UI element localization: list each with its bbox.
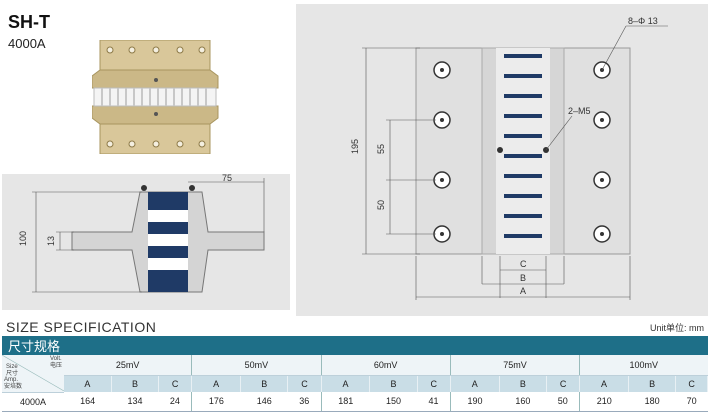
value-cell: 180 <box>628 392 676 412</box>
value-cell: 70 <box>675 392 708 412</box>
front-view-drawing: 195 55 50 8–Φ 13 2–M5 C B A <box>296 4 708 316</box>
value-cell: 210 <box>579 392 629 412</box>
holes-note: 8–Φ 13 <box>628 16 658 26</box>
voltage-header: 25mV <box>64 355 192 376</box>
col-b: B <box>628 375 677 392</box>
dim-100: 100 <box>18 231 28 246</box>
value-cell: 164 <box>64 392 112 412</box>
value-cell: 50 <box>546 392 580 412</box>
product-current: 4000A <box>8 36 46 51</box>
dim-55: 55 <box>376 144 386 154</box>
thread-note: 2–M5 <box>568 106 591 116</box>
col-c: C <box>546 375 581 392</box>
col-b: B <box>369 375 418 392</box>
value-cell: 24 <box>158 392 192 412</box>
corner-size: Size 尺寸 <box>6 364 19 377</box>
value-cell: 160 <box>499 392 547 412</box>
value-cell: 134 <box>111 392 159 412</box>
dim-a: A <box>520 286 526 296</box>
voltage-header: 50mV <box>191 355 322 376</box>
unit-note: Unit单位: mm <box>649 323 704 333</box>
value-cell: 190 <box>449 392 500 412</box>
col-b: B <box>111 375 160 392</box>
dim-50: 50 <box>376 200 386 210</box>
value-cell: 41 <box>417 392 451 412</box>
spec-banner: 尺寸规格 <box>2 336 708 355</box>
value-cell: 36 <box>287 392 322 412</box>
voltage-header: 75mV <box>449 355 580 376</box>
corner-amp: Amp. 安培数 <box>4 377 23 390</box>
voltage-header: 100mV <box>579 355 708 376</box>
value-cell: 181 <box>320 392 370 412</box>
col-a: A <box>579 375 629 392</box>
col-c: C <box>675 375 708 392</box>
spec-table: 尺寸规格 Volt. 电压 Size 尺寸 Amp. 安培数 25mV 50mV… <box>2 336 708 412</box>
col-a: A <box>320 375 371 392</box>
product-photo <box>91 39 220 155</box>
dim-75: 75 <box>222 174 232 183</box>
value-cell: 176 <box>191 392 241 412</box>
col-a: A <box>449 375 500 392</box>
product-model: SH-T <box>8 12 50 32</box>
col-b: B <box>499 375 548 392</box>
dim-c: C <box>520 259 527 269</box>
spec-heading: SIZE SPECIFICATION <box>6 319 157 335</box>
dim-b: B <box>520 273 526 283</box>
col-a: A <box>64 375 112 392</box>
col-c: C <box>287 375 322 392</box>
corner-volt: Volt. 电压 <box>49 356 62 369</box>
voltage-header: 60mV <box>320 355 451 376</box>
col-c: C <box>417 375 451 392</box>
col-a: A <box>191 375 242 392</box>
amp-cell: 4000A <box>2 392 64 412</box>
table-corner: Volt. 电压 Size 尺寸 Amp. 安培数 <box>2 355 64 393</box>
value-cell: 150 <box>369 392 418 412</box>
dim-13: 13 <box>46 236 56 246</box>
dim-195: 195 <box>350 139 360 154</box>
col-b: B <box>240 375 289 392</box>
side-view-drawing: 75 100 13 <box>2 173 290 310</box>
col-c: C <box>158 375 193 392</box>
value-cell: 146 <box>240 392 288 412</box>
